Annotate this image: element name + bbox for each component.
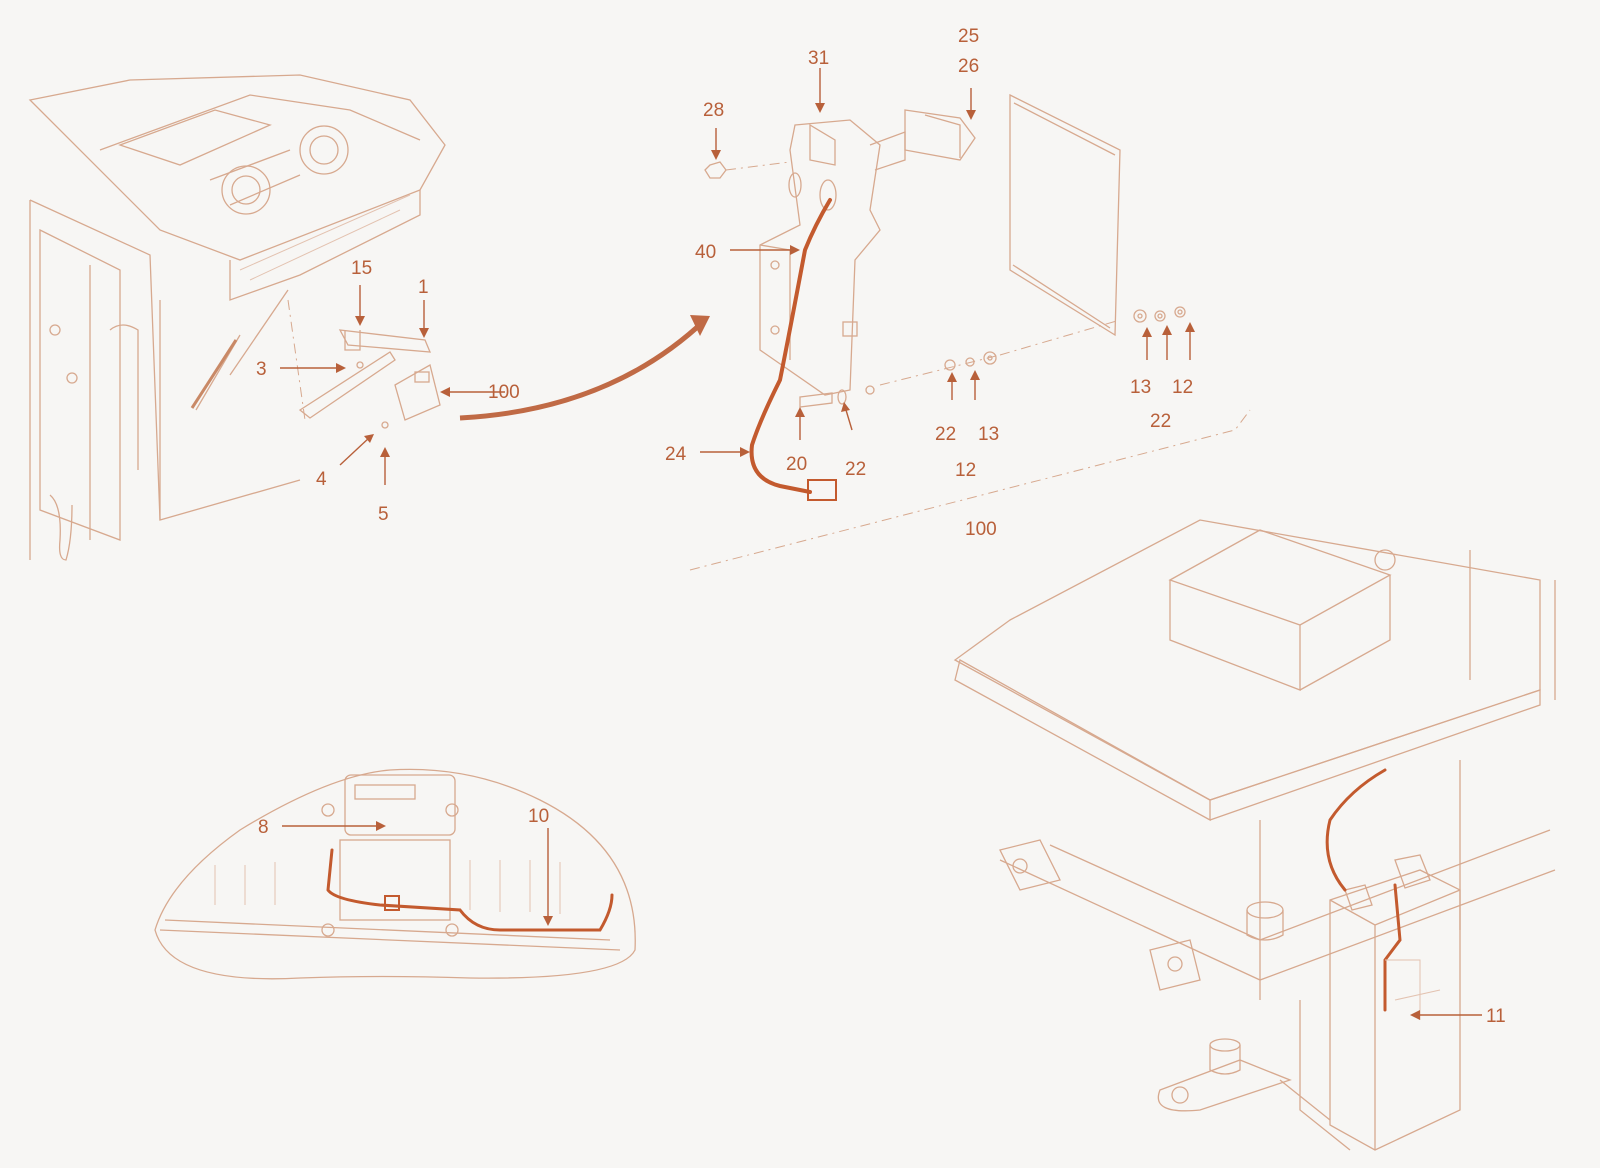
callout-11: 11	[1486, 1006, 1506, 1027]
callout-100-top: 100	[488, 382, 520, 403]
callout-12-right: 12	[1172, 377, 1193, 398]
callout-15: 15	[351, 258, 372, 279]
bracket-exploded-view	[689, 93, 1251, 571]
underside-detail-view	[154, 768, 636, 980]
callout-28: 28	[703, 100, 724, 121]
callout-22-mid: 22	[935, 424, 956, 445]
callout-26: 26	[958, 56, 979, 77]
cab-roof-view	[28, 74, 446, 561]
callout-31: 31	[808, 48, 829, 69]
callout-12-mid: 12	[955, 460, 976, 481]
callout-24: 24	[665, 444, 687, 465]
callout-labels: 15 1 3 100 4 5 25 26 31 28 40 24 20 22 2…	[256, 26, 1506, 1027]
callout-22-right: 22	[1150, 411, 1171, 432]
callout-3: 3	[256, 359, 267, 380]
callout-4: 4	[316, 469, 327, 490]
chassis-frame-view	[953, 519, 1556, 1151]
callout-13-mid: 13	[978, 424, 999, 445]
callout-13-right: 13	[1130, 377, 1151, 398]
callout-20: 20	[786, 454, 807, 475]
leader-lines	[280, 68, 1482, 1020]
callout-22-left: 22	[845, 459, 866, 480]
callout-8: 8	[258, 817, 269, 838]
callout-25: 25	[958, 26, 979, 47]
callout-100-mid: 100	[965, 519, 997, 540]
flow-arrow	[459, 315, 710, 421]
callout-40: 40	[695, 242, 716, 263]
callout-10: 10	[528, 806, 549, 827]
callout-1: 1	[418, 277, 429, 298]
callout-5: 5	[378, 504, 389, 525]
